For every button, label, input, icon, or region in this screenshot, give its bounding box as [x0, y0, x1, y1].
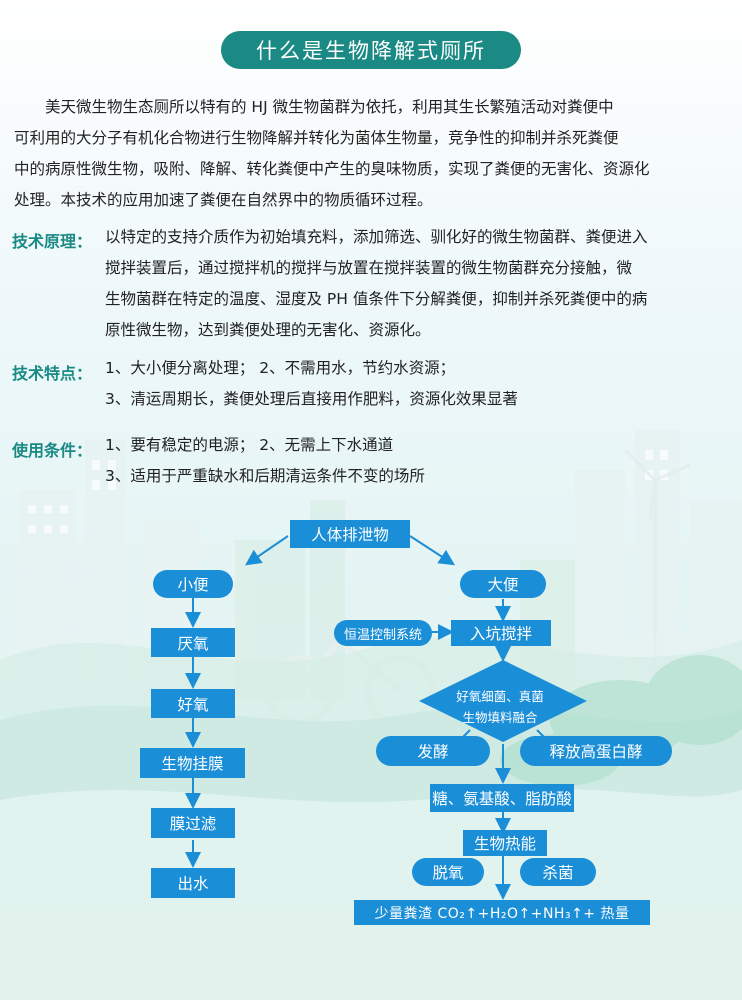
conditions-body: 1、要有稳定的电源； 2、无需上下水通道 3、适用于严重缺水和后期清运条件不变的…	[105, 430, 730, 492]
conditions-line: 1、要有稳定的电源； 2、无需上下水通道	[105, 436, 394, 454]
flow-node-diamond	[419, 660, 587, 742]
flow-node-products: 糖、氨基酸、脂肪酸	[430, 784, 574, 812]
principle-label: 技术原理：	[12, 232, 93, 251]
features-line: 3、清运周期长，粪便处理后直接用作肥料，资源化效果显著	[105, 390, 518, 408]
flow-node-anaerobic: 厌氧	[151, 628, 235, 657]
intro-line: 美天微生物生态厕所以特有的 HJ 微生物菌群为依托，利用其生长繁殖活动对粪便中	[45, 98, 614, 116]
flow-node-sterilize: 杀菌	[520, 858, 596, 886]
flow-node-final-output: 少量粪渣 CO₂↑+H₂O↑+NH₃↑+ 热量	[354, 900, 650, 925]
principle-line: 以特定的支持介质作为初始填充料，添加筛选、驯化好的微生物菌群、粪便进入	[105, 228, 648, 246]
features-label: 技术特点：	[12, 364, 93, 383]
intro-line: 中的病原性微生物，吸附、降解、转化粪便中产生的臭味物质，实现了粪便的无害化、资源…	[14, 160, 650, 178]
intro-line: 处理。本技术的应用加速了粪便在自然界中的物质循环过程。	[14, 191, 433, 209]
diamond-label: 好氧细菌、真菌 生物填料融合	[425, 686, 575, 728]
diamond-line: 生物填料融合	[462, 710, 538, 725]
principle-line: 搅拌装置后，通过搅拌机的搅拌与放置在搅拌装置的微生物菌群充分接触，微	[105, 259, 633, 277]
flow-node-water-out: 出水	[151, 868, 235, 898]
page-title: 什么是生物降解式厕所	[221, 31, 521, 69]
flow-node-aerobic: 好氧	[151, 689, 235, 718]
intro-line: 可利用的大分子有机化合物进行生物降解并转化为菌体生物量，竞争性的抑制并杀死粪便	[14, 129, 619, 147]
intro-paragraph: 美天微生物生态厕所以特有的 HJ 微生物菌群为依托，利用其生长繁殖活动对粪便中 …	[14, 92, 730, 216]
flow-node-urine: 小便	[153, 570, 233, 598]
conditions-line: 3、适用于严重缺水和后期清运条件不变的场所	[105, 467, 425, 485]
flow-node-excreta: 人体排泄物	[290, 520, 410, 548]
flow-node-deoxygenate: 脱氧	[412, 858, 484, 886]
flow-node-membrane-filter: 膜过滤	[151, 808, 235, 838]
features-body: 1、大小便分离处理； 2、不需用水，节约水资源； 3、清运周期长，粪便处理后直接…	[105, 353, 730, 415]
flow-node-biofilm: 生物挂膜	[140, 748, 245, 778]
flow-node-temp-control: 恒温控制系统	[334, 620, 432, 646]
principle-line: 生物菌群在特定的温度、湿度及 PH 值条件下分解粪便，抑制并杀死粪便中的病	[105, 290, 648, 308]
flow-node-feces: 大便	[460, 570, 546, 598]
principle-line: 原性微生物，达到粪便处理的无害化、资源化。	[105, 321, 431, 339]
principle-body: 以特定的支持介质作为初始填充料，添加筛选、驯化好的微生物菌群、粪便进入 搅拌装置…	[105, 222, 730, 346]
flow-node-bio-heat: 生物热能	[463, 830, 547, 856]
flow-node-stir: 入坑搅拌	[451, 620, 551, 646]
features-line: 1、大小便分离处理； 2、不需用水，节约水资源；	[105, 359, 456, 377]
flow-node-enzyme: 释放高蛋白酵	[520, 736, 672, 766]
diamond-line: 好氧细菌、真菌	[456, 689, 544, 704]
conditions-label: 使用条件：	[12, 441, 93, 460]
flow-node-ferment: 发酵	[376, 736, 490, 766]
